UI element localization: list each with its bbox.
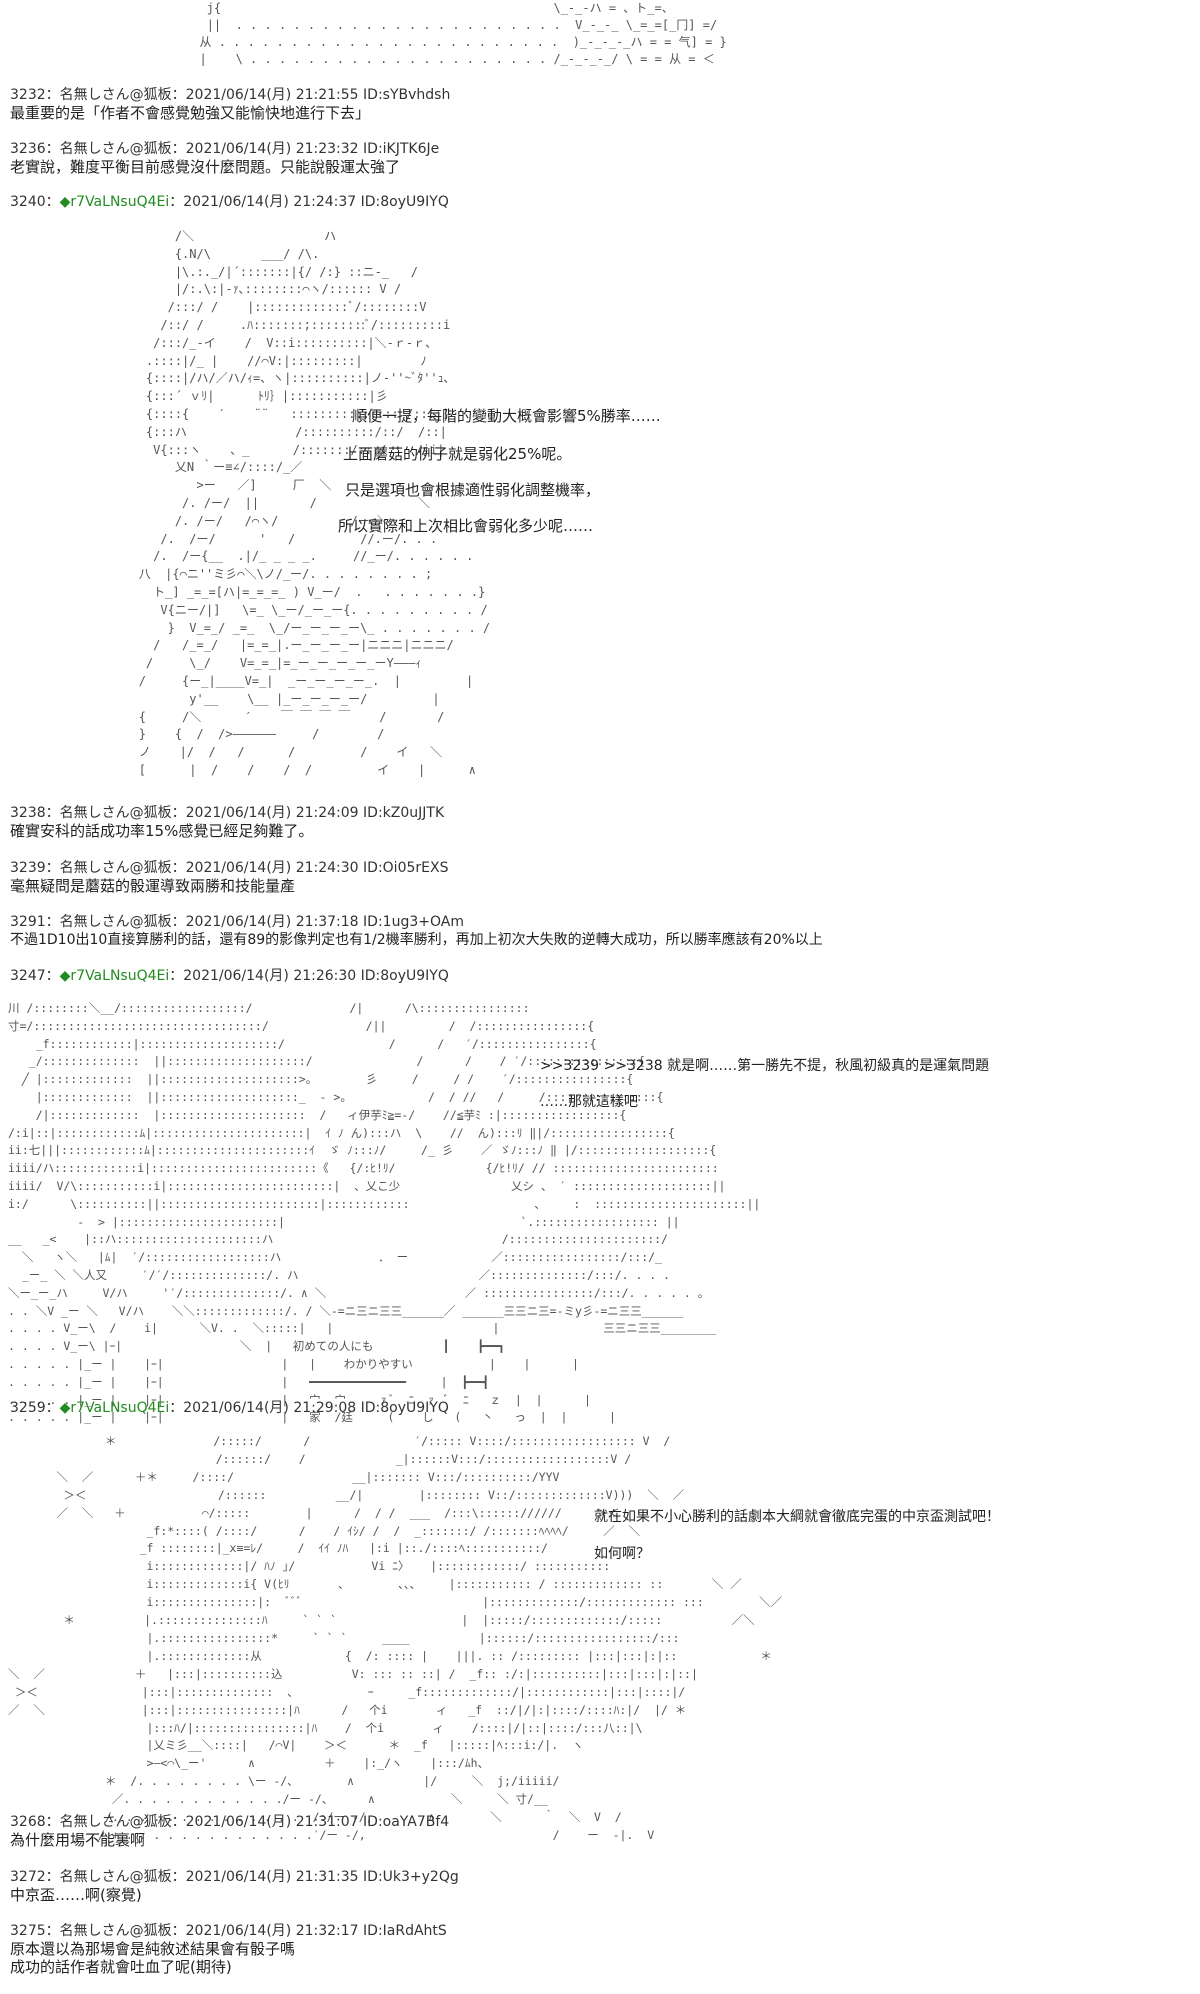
poster-name: ：名無しさん@狐板 [45, 1923, 172, 1939]
post-number[interactable]: 3259 [10, 1400, 46, 1416]
post-body: 原本還以為那場會是純敘述結果會有骰子嗎 [10, 1940, 296, 1958]
poster-name: ： [45, 1400, 60, 1416]
ascii-art-3247: 川 /::::::::＼__/::::::::::::::::::/ /| /\… [8, 1001, 761, 1425]
post-3291: 3291：名無しさん@狐板：2021/06/14(月) 21:37:18 ID:… [10, 913, 1190, 949]
post-number[interactable]: 3247 [10, 968, 46, 984]
poster-name: ： [45, 968, 60, 984]
post-header: 3259：◆r7VaLNsuQ4Ei：2021/06/14(月) 21:29:0… [10, 1399, 1190, 1417]
ascii-art-top: j{ \_-_-ハ = 、ト_=、 || . . . . . . . . . .… [199, 1, 727, 66]
aa-caption-line: 就在如果不小心勝利的話劇本大綱就會徹底完蛋的中京盃測試吧！ [594, 1509, 1000, 1525]
post-header: 3236：名無しさん@狐板：2021/06/14(月) 21:23:32 ID:… [10, 140, 1190, 158]
post-number[interactable]: 3291 [10, 914, 46, 930]
ascii-art-3240: /＼ ハ {.N/\ ___/ /\. |\.:._/|´:::::::|{/ … [138, 229, 491, 777]
post-3272: 3272：名無しさん@狐板：2021/06/14(月) 21:31:35 ID:… [10, 1868, 1190, 1904]
post-datetime: ：2021/06/14(月) 21:24:30 ID:Oi05rEXS [171, 860, 449, 876]
poster-trip: ◆r7VaLNsuQ4Ei [59, 968, 170, 984]
post-header: 3238：名無しさん@狐板：2021/06/14(月) 21:24:09 ID:… [10, 804, 1190, 822]
aa-caption-line: 上面蘑菇的例子就是弱化25%呢。 [343, 445, 572, 463]
post-header: 3275：名無しさん@狐板：2021/06/14(月) 21:32:17 ID:… [10, 1922, 1190, 1940]
post-body: 成功的話作者就會吐血了呢(期待) [10, 1958, 232, 1976]
poster-trip: ◆r7VaLNsuQ4Ei [59, 194, 170, 210]
post-datetime: ：2021/06/14(月) 21:23:32 ID:iKJTK6Je [171, 141, 440, 157]
poster-name: ：名無しさん@狐板 [45, 914, 172, 930]
post-body: 最重要的是「作者不會感覺勉強又能愉快地進行下去」 [10, 104, 371, 122]
post-datetime: ：2021/06/14(月) 21:26:30 ID:8oyU9IYQ [169, 968, 449, 984]
post-body: 不過1D10出10直接算勝利的話，還有89的影像判定也有1/2機率勝利，再加上初… [10, 932, 823, 948]
post-header: 3240：◆r7VaLNsuQ4Ei：2021/06/14(月) 21:24:3… [10, 193, 1190, 211]
post-number[interactable]: 3232 [10, 87, 46, 103]
post-datetime: ：2021/06/14(月) 21:32:17 ID:IaRdAhtS [171, 1923, 447, 1939]
post-datetime: ：2021/06/14(月) 21:21:55 ID:sYBvhdsh [171, 87, 451, 103]
aa-caption-line: 如何啊？ [594, 1546, 650, 1562]
post-3232: 3232：名無しさん@狐板：2021/06/14(月) 21:21:55 ID:… [10, 86, 1190, 122]
post-3240: 3240：◆r7VaLNsuQ4Ei：2021/06/14(月) 21:24:3… [10, 193, 1190, 211]
post-header: 3247：◆r7VaLNsuQ4Ei：2021/06/14(月) 21:26:3… [10, 967, 1190, 985]
aa-caption-line: 所以實際和上次相比會弱化多少呢…… [338, 517, 594, 535]
post-3247: 3247：◆r7VaLNsuQ4Ei：2021/06/14(月) 21:26:3… [10, 967, 1190, 985]
aa-caption-line: ……那就這樣吧 [540, 1094, 638, 1110]
post-body: 毫無疑問是蘑菇的骰運導致兩勝和技能量產 [10, 877, 296, 895]
post-number[interactable]: 3275 [10, 1923, 46, 1939]
post-body: 確實安科的話成功率15%感覺已經足夠難了。 [10, 822, 314, 840]
post-3259: 3259：◆r7VaLNsuQ4Ei：2021/06/14(月) 21:29:0… [10, 1399, 1190, 1417]
poster-name: ：名無しさん@狐板 [45, 1869, 172, 1885]
post-body: 老實說，難度平衡目前感覺沒什麼問題。只能說骰運太強了 [10, 158, 401, 176]
post-number[interactable]: 3238 [10, 805, 46, 821]
post-3239: 3239：名無しさん@狐板：2021/06/14(月) 21:24:30 ID:… [10, 859, 1190, 895]
post-header: 3232：名無しさん@狐板：2021/06/14(月) 21:21:55 ID:… [10, 86, 1190, 104]
post-datetime: ：2021/06/14(月) 21:29:08 ID:8oyU9IYQ [169, 1400, 449, 1416]
aa-caption-line: >>3239 >>3238 就是啊……第一勝先不提，秋風初級真的是運氣問題 [540, 1058, 990, 1074]
poster-trip: ◆r7VaLNsuQ4Ei [59, 1400, 170, 1416]
aa-caption-line: 只是選項也會根據適性弱化調整機率， [345, 481, 601, 499]
post-3268: 3268：名無しさん@狐板：2021/06/14(月) 21:31:07 ID:… [10, 1813, 1190, 1849]
post-datetime: ：2021/06/14(月) 21:31:35 ID:Uk3+y2Qg [171, 1869, 459, 1885]
post-header: 3239：名無しさん@狐板：2021/06/14(月) 21:24:30 ID:… [10, 859, 1190, 877]
post-header: 3272：名無しさん@狐板：2021/06/14(月) 21:31:35 ID:… [10, 1868, 1190, 1886]
post-number[interactable]: 3272 [10, 1869, 46, 1885]
post-number[interactable]: 3268 [10, 1814, 46, 1830]
post-number[interactable]: 3239 [10, 860, 46, 876]
poster-name: ： [45, 194, 60, 210]
post-number[interactable]: 3240 [10, 194, 46, 210]
post-datetime: ：2021/06/14(月) 21:31:07 ID:oaYA7Bf4 [171, 1814, 450, 1830]
poster-name: ：名無しさん@狐板 [45, 1814, 172, 1830]
post-header: 3291：名無しさん@狐板：2021/06/14(月) 21:37:18 ID:… [10, 913, 1190, 931]
post-number[interactable]: 3236 [10, 141, 46, 157]
post-3238: 3238：名無しさん@狐板：2021/06/14(月) 21:24:09 ID:… [10, 804, 1190, 840]
post-datetime: ：2021/06/14(月) 21:37:18 ID:1ug3+OAm [171, 914, 464, 930]
post-datetime: ：2021/06/14(月) 21:24:09 ID:kZ0uJJTK [171, 805, 445, 821]
aa-caption-line: 順便一提，每階的變動大概會影響5%勝率…… [352, 407, 661, 425]
poster-name: ：名無しさん@狐板 [45, 805, 172, 821]
poster-name: ：名無しさん@狐板 [45, 141, 172, 157]
ascii-art-3259: ＊ /:::::/ / ′/::::: V::::/::::::::::::::… [8, 1434, 783, 1842]
poster-name: ：名無しさん@狐板 [45, 860, 172, 876]
poster-name: ：名無しさん@狐板 [45, 87, 172, 103]
post-3275: 3275：名無しさん@狐板：2021/06/14(月) 21:32:17 ID:… [10, 1922, 1190, 1976]
post-3236: 3236：名無しさん@狐板：2021/06/14(月) 21:23:32 ID:… [10, 140, 1190, 176]
post-body: 為什麼用場不能裏啊 [10, 1831, 146, 1849]
post-body: 中京盃……啊(察覺) [10, 1886, 142, 1904]
post-header: 3268：名無しさん@狐板：2021/06/14(月) 21:31:07 ID:… [10, 1813, 1190, 1831]
post-datetime: ：2021/06/14(月) 21:24:37 ID:8oyU9IYQ [169, 194, 449, 210]
